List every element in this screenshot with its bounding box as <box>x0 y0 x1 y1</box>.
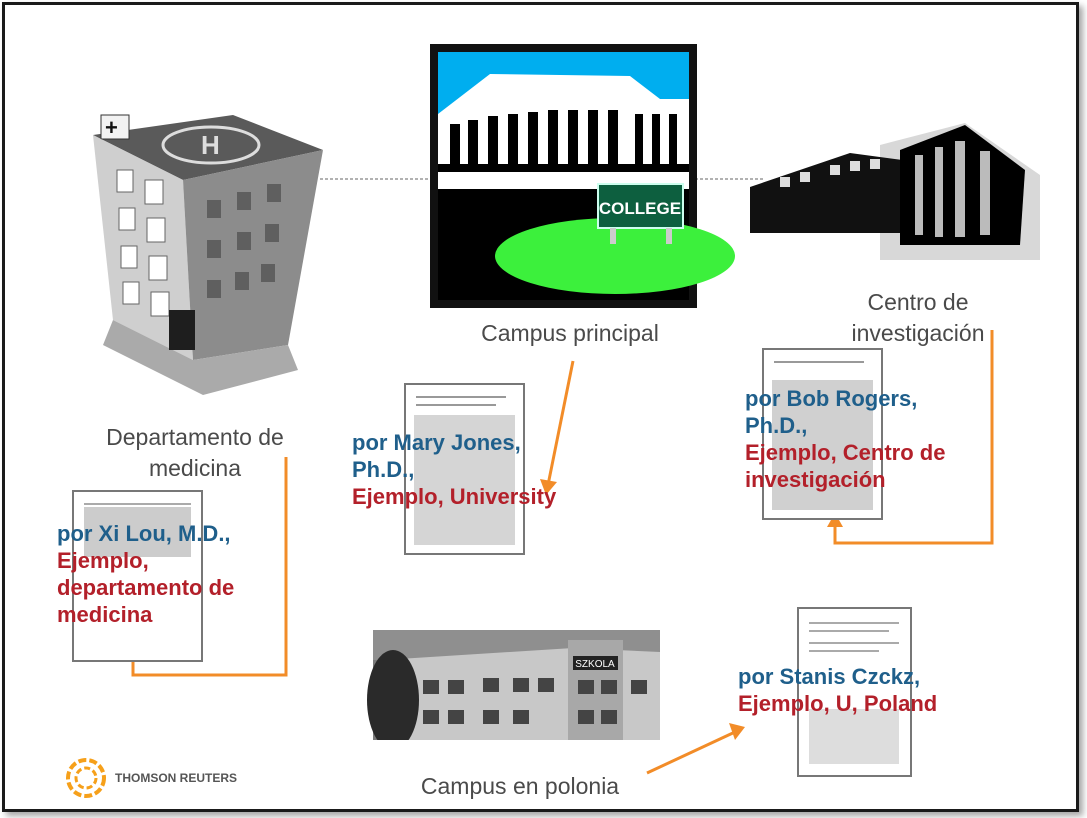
paper-text-lines-icon <box>772 361 873 510</box>
author-mary: por Mary Jones, Ph.D., Ejemplo, Universi… <box>352 429 556 510</box>
research-label: Centro de investigación <box>823 287 1013 349</box>
poland-building-icon: SZKOLA <box>367 630 660 755</box>
author-xilou-inst-1: Ejemplo, <box>57 548 149 573</box>
paper-text-lines-icon <box>809 622 899 764</box>
research-label-line2: investigación <box>851 320 985 346</box>
arrowhead-bob <box>827 513 843 527</box>
college-sign-text: COLLEGE <box>599 199 681 218</box>
campus-main-picture: COLLEGE <box>430 44 735 308</box>
author-bob-inst-1: Ejemplo, Centro de <box>745 440 946 465</box>
arrow-hospital-to-xilou <box>131 457 288 677</box>
arrow-research-to-bob <box>833 330 994 545</box>
paper-text-lines-icon <box>84 503 191 557</box>
svg-text:H: H <box>201 130 220 160</box>
paper-text-lines-icon <box>414 396 515 545</box>
research-label-line1: Centro de <box>867 289 969 315</box>
author-stanis-inst: Ejemplo, U, Poland <box>738 691 938 716</box>
author-mary-name-1: por Mary Jones, <box>352 430 521 455</box>
author-stanis: por Stanis Czckz, Ejemplo, U, Poland <box>738 663 937 717</box>
author-bob-name-2: Ph.D., <box>745 413 808 438</box>
author-mary-inst: Ejemplo, University <box>352 484 557 509</box>
arrow-poland-to-stanis <box>646 730 736 775</box>
college-building-icon: COLLEGE <box>438 52 735 300</box>
logo-text: THOMSON REUTERS <box>115 771 238 785</box>
thomson-reuters-globe-icon <box>66 758 106 798</box>
author-stanis-name: por Stanis Czckz, <box>738 664 921 689</box>
arrow-campus-to-mary <box>546 360 575 486</box>
author-bob: por Bob Rogers, Ph.D., Ejemplo, Centro d… <box>745 385 945 493</box>
paper-mary-thumbnail <box>404 383 525 555</box>
paper-xilou-thumbnail <box>72 490 203 662</box>
arrowhead-stanis <box>729 723 745 740</box>
hospital-label-line2: medicina <box>148 455 242 481</box>
author-xilou-inst-2: departamento de <box>57 575 235 600</box>
author-mary-name-2: Ph.D., <box>352 457 415 482</box>
paper-bob-thumbnail <box>762 348 883 520</box>
author-bob-inst-2: investigación <box>745 467 886 492</box>
author-xilou-name: por Xi Lou, M.D., <box>57 521 231 546</box>
arrowhead-mary <box>540 479 557 495</box>
hospital-label-line1: Departamento de <box>106 424 284 450</box>
thomson-reuters-logo: THOMSON REUTERS <box>65 757 237 799</box>
poland-label: Campus en polonia <box>420 773 620 799</box>
hospital-building-icon: H + <box>93 114 323 395</box>
paper-stanis-thumbnail <box>797 607 912 777</box>
research-building-icon <box>750 123 1040 260</box>
author-bob-name-1: por Bob Rogers, <box>745 386 918 411</box>
poland-sign-text: SZKOLA <box>575 659 615 670</box>
svg-text:+: + <box>105 115 118 140</box>
author-xilou: por Xi Lou, M.D., Ejemplo, departamento … <box>57 520 234 628</box>
author-xilou-inst-3: medicina <box>57 602 153 627</box>
hospital-label: Departamento de medicina <box>65 422 325 484</box>
campus-main-label: Campus principal <box>481 320 659 346</box>
